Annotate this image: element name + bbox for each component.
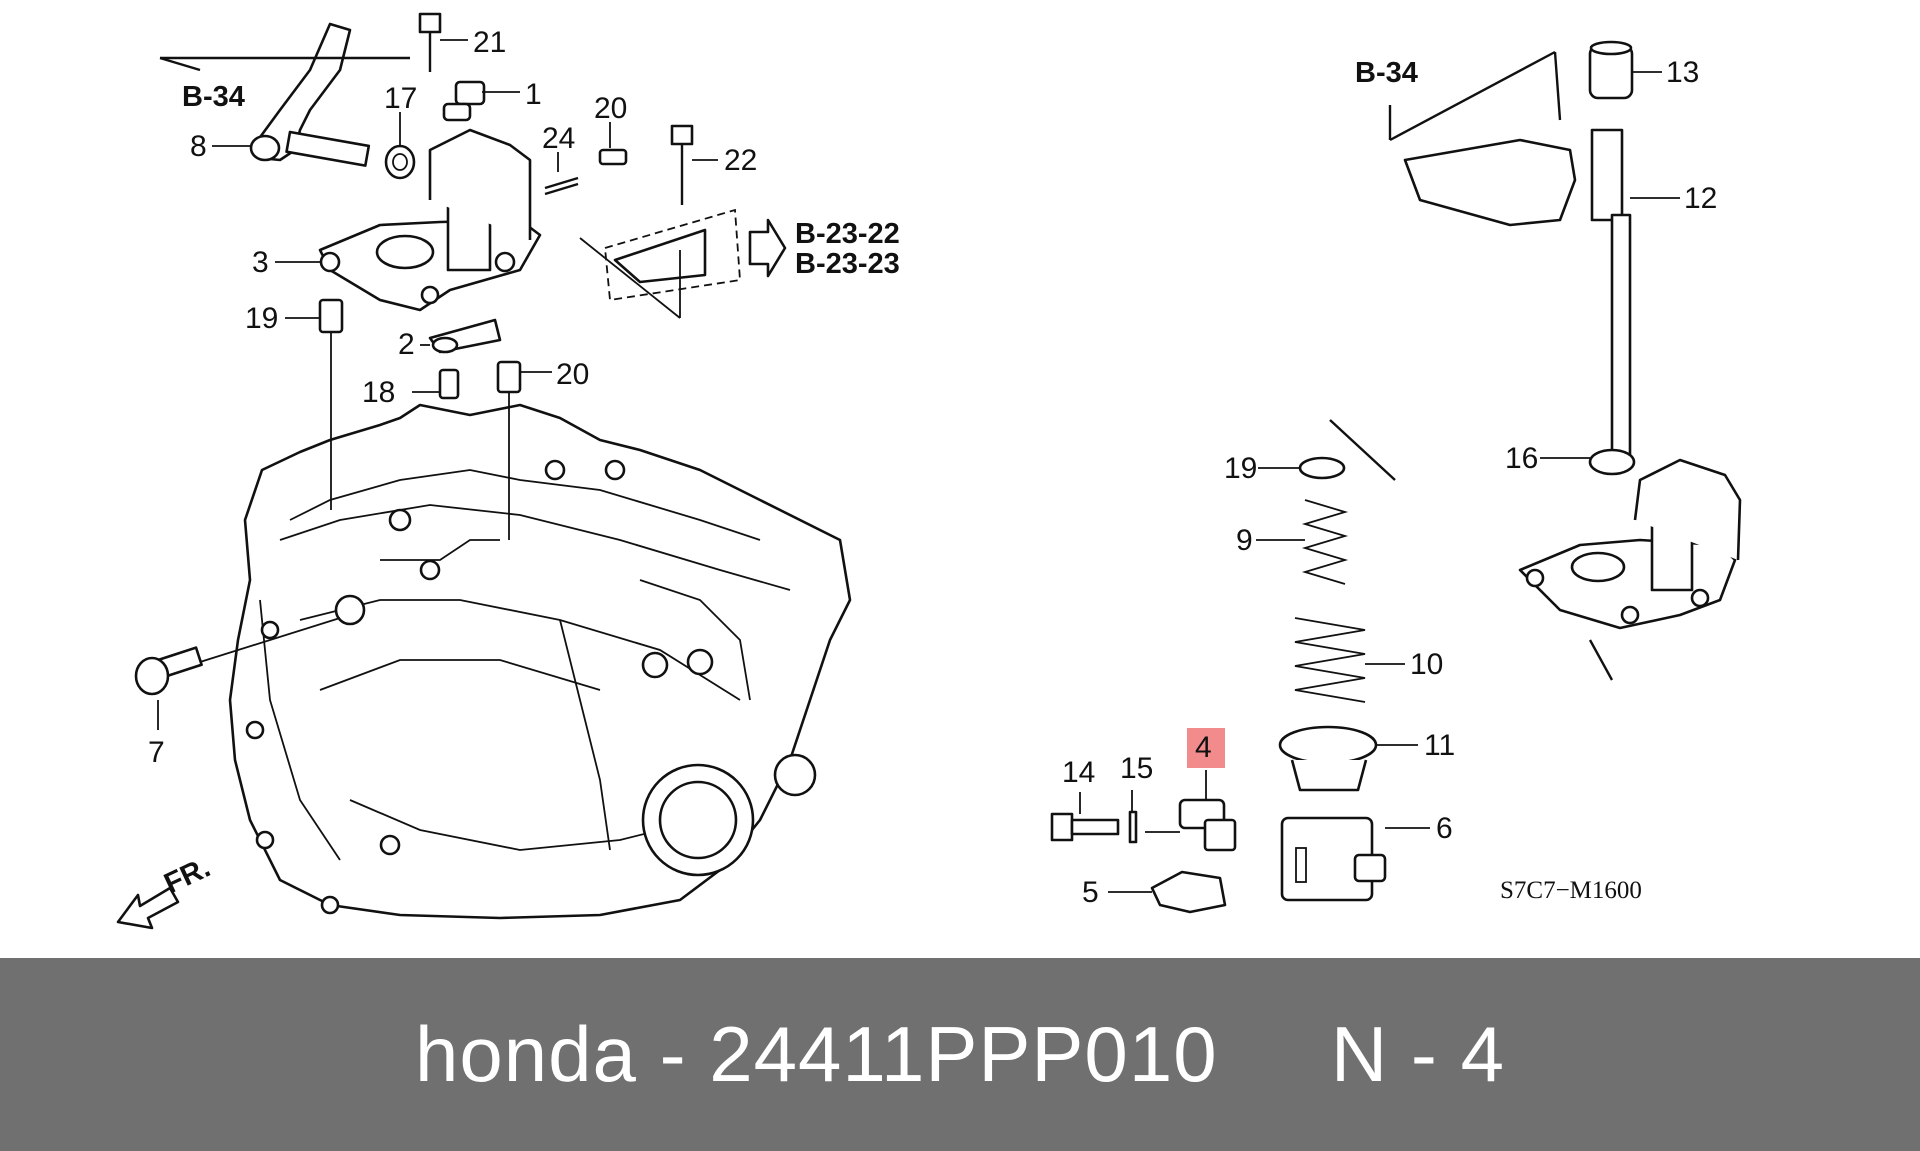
callout-5: 5 bbox=[1082, 876, 1099, 909]
leader-lines bbox=[157, 39, 1680, 893]
bolt-part-18 bbox=[438, 368, 460, 400]
shift-lever-part-8 bbox=[249, 22, 371, 167]
lower-housing bbox=[1518, 458, 1742, 681]
ref-b23-23: B-23-23 bbox=[795, 248, 900, 280]
callout-12: 12 bbox=[1684, 182, 1717, 215]
callout-23: 22 bbox=[724, 144, 757, 177]
pin-part-24 bbox=[544, 176, 579, 196]
plug-part-7 bbox=[134, 617, 341, 696]
seal-part-16 bbox=[1588, 448, 1636, 476]
callout-24: 24 bbox=[542, 122, 575, 155]
spring-part-10 bbox=[1294, 617, 1366, 703]
callout-6: 6 bbox=[1436, 812, 1453, 845]
cap-part-13 bbox=[1588, 40, 1634, 100]
bolt-part-22 bbox=[418, 12, 442, 72]
callout-20b: 20 bbox=[556, 358, 589, 391]
collar-part-20a bbox=[318, 298, 344, 510]
seal-part-17 bbox=[384, 144, 416, 180]
callout-10: 10 bbox=[1410, 648, 1443, 681]
washer-part-19 bbox=[1298, 456, 1346, 480]
part-number-text: honda - 24411PPP010 N - 4 bbox=[415, 1010, 1505, 1098]
ref-b34-left: B-34 bbox=[182, 81, 245, 113]
parts-diagram: FR. bbox=[116, 12, 1742, 930]
ref-arrow-b23 bbox=[748, 218, 787, 278]
ref-b23-22: B-23-22 bbox=[795, 218, 900, 250]
transmission-housing bbox=[228, 403, 852, 920]
front-arrow-icon bbox=[116, 886, 180, 930]
callout-18: 18 bbox=[362, 376, 395, 409]
callout-17: 17 bbox=[384, 82, 417, 115]
fitting-part-1 bbox=[442, 80, 486, 122]
callout-21: 20 bbox=[594, 92, 627, 125]
callout-15: 15 bbox=[1120, 752, 1153, 785]
bolt-part-21 bbox=[598, 148, 628, 166]
callout-4: 4 bbox=[1195, 731, 1212, 764]
callout-19: 19 bbox=[1224, 452, 1257, 485]
callout-14: 14 bbox=[1062, 756, 1095, 789]
callout-9: 9 bbox=[1236, 524, 1253, 557]
shift-arm-part-12 bbox=[1403, 128, 1632, 457]
collar-part-20b bbox=[496, 360, 522, 540]
callout-7: 7 bbox=[148, 736, 165, 769]
part-4 bbox=[1178, 798, 1237, 852]
callout-13: 13 bbox=[1666, 56, 1699, 89]
callout-11: 11 bbox=[1424, 729, 1455, 762]
bolt-part-23 bbox=[670, 124, 694, 205]
callout-16: 16 bbox=[1505, 442, 1538, 475]
shift-housing-part-3 bbox=[318, 128, 542, 312]
ref-b34-right: B-34 bbox=[1355, 57, 1418, 89]
callout-3: 3 bbox=[252, 246, 269, 279]
diagram-code: S7C7−M1600 bbox=[1500, 877, 1642, 904]
highlight-box bbox=[1187, 728, 1225, 768]
pin-part-15 bbox=[1128, 810, 1138, 844]
spring-part-9 bbox=[1301, 499, 1349, 585]
callout-8: 8 bbox=[190, 130, 207, 163]
bracket-part-5 bbox=[1150, 870, 1227, 914]
bolt-part-14 bbox=[1050, 812, 1120, 842]
gasket-plate-part bbox=[604, 208, 741, 302]
callout-2: 2 bbox=[398, 328, 415, 361]
block-part-6 bbox=[1280, 816, 1387, 902]
callout-22: 21 bbox=[473, 26, 506, 59]
part-number-banner: honda - 24411PPP010 N - 4 bbox=[0, 958, 1920, 1151]
callout-20a: 19 bbox=[245, 302, 278, 335]
seat-part-11 bbox=[1278, 725, 1378, 792]
plate-part-2 bbox=[428, 318, 502, 354]
callout-1: 1 bbox=[525, 78, 542, 111]
